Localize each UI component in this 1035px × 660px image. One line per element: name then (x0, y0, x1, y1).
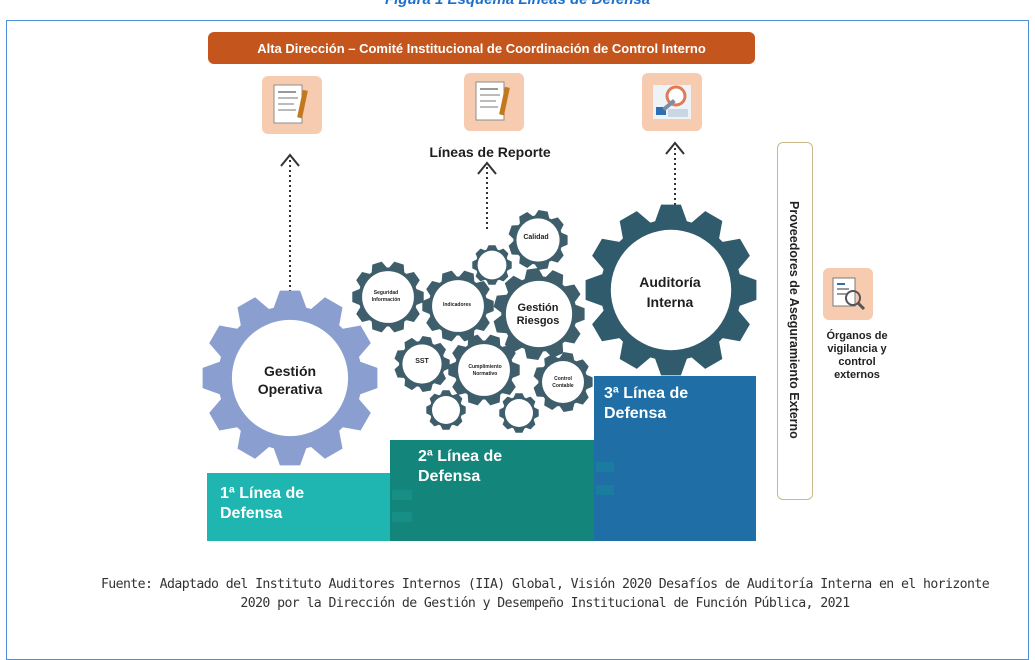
audit-label-1: Auditoría (639, 274, 701, 290)
first-line-label: 1ª Línea de Defensa (220, 484, 304, 524)
third-line-label-2: Defensa (604, 405, 667, 422)
sst-gear-label: SST (415, 358, 429, 365)
first-line-label-2: Defensa (220, 505, 283, 522)
gear-layer (202, 204, 757, 466)
external-assurance-label-wrap: Proveedores de Aseguramiento Externo (777, 142, 811, 498)
compliance-label-2: Normativo (472, 371, 498, 377)
external-bodies-label-3: control (838, 356, 876, 368)
reporting-arrows (280, 141, 685, 292)
risk-label-2: Riesgos (516, 315, 560, 327)
info-security-gear-label: Seguridad Información (360, 290, 412, 304)
quality-gear-label: Calidad (523, 234, 549, 241)
first-line-label-1: 1ª Línea de (220, 485, 305, 502)
quality-gear (508, 210, 568, 270)
connector-tab (596, 462, 614, 472)
info-security-gear (352, 261, 424, 333)
third-line-label-1: 3ª Línea de (604, 385, 689, 402)
internal-audit-gear (585, 204, 757, 376)
small-gear-bottom-right (499, 393, 539, 433)
reporting-lines-label: Líneas de Reporte (429, 144, 551, 160)
source-line-2: 2020 por la Dirección de Gestión y Desem… (240, 596, 850, 611)
external-bodies-label-2: vigilancia y (827, 343, 887, 355)
external-assurance-box (777, 142, 813, 500)
small-gear-bottom-left (426, 390, 466, 430)
sst-gear (394, 336, 450, 392)
external-bodies-icon (823, 268, 873, 320)
compliance-gear-label: Cumplimiento Normativo (452, 364, 518, 378)
accounting-gear (533, 352, 593, 412)
second-line-label: 2ª Línea de Defensa (418, 447, 502, 487)
info-security-label-2: Información (371, 297, 401, 303)
audit-label-2: Interna (646, 294, 694, 310)
indicators-gear (422, 270, 494, 342)
operational-gear (202, 290, 378, 466)
document-icon-2 (464, 73, 524, 131)
source-note: Fuente: Adaptado del Instituto Auditores… (60, 575, 1030, 613)
third-line-label: 3ª Línea de Defensa (604, 384, 688, 424)
connector-tab (596, 485, 614, 495)
small-gear-top (472, 245, 512, 285)
compliance-label-1: Cumplimiento (468, 364, 502, 370)
external-bodies-label-4: externos (834, 369, 880, 381)
second-line-step (390, 440, 600, 541)
risk-gear-label: Gestión Riesgos (500, 302, 576, 328)
connector-tab (392, 490, 412, 500)
magnifier-audit-icon (642, 73, 702, 131)
operational-label-2: Operativa (257, 381, 323, 397)
indicators-gear-label: Indicadores (442, 302, 472, 308)
figure-title: Figura 1 Esquema Líneas de Defensa (0, 0, 1035, 8)
audit-gear-label: Auditoría Interna (610, 272, 730, 312)
external-bodies-label-1: Órganos de (826, 330, 888, 342)
info-security-label-1: Seguridad (373, 290, 399, 296)
source-line-1: Fuente: Adaptado del Instituto Auditores… (100, 577, 990, 592)
first-line-step (207, 473, 407, 541)
external-assurance-label: Proveedores de Aseguramiento Externo (787, 201, 801, 439)
compliance-gear (448, 334, 520, 406)
accounting-label-2: Contable (552, 383, 574, 389)
accounting-label-1: Control (554, 376, 572, 382)
third-line-step (594, 376, 756, 541)
risk-management-gear (493, 268, 585, 360)
accounting-gear-label: Control Contable (540, 376, 586, 390)
operational-gear-label: Gestión Operativa (230, 362, 350, 398)
second-line-label-1: 2ª Línea de (418, 448, 503, 465)
second-line-label-2: Defensa (418, 468, 481, 485)
connector-tab (392, 512, 412, 522)
senior-management-banner: Alta Dirección – Comité Institucional de… (208, 32, 755, 64)
external-bodies-label: Órganos de vigilancia y control externos (815, 330, 899, 382)
operational-label-1: Gestión (263, 363, 317, 379)
risk-label-1: Gestión (517, 302, 559, 314)
document-icon-1 (262, 76, 322, 134)
